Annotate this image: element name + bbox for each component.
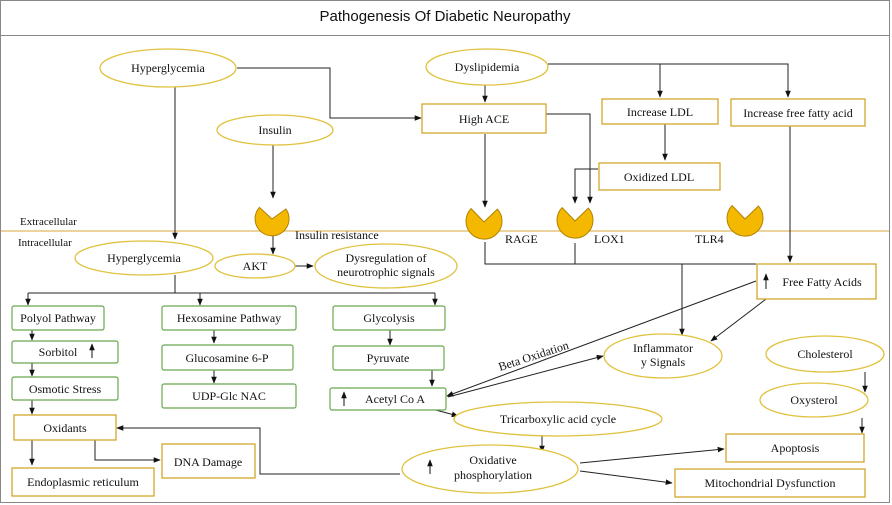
udp-glcnac-label: UDP-Glc NAC [192,389,266,403]
glycolysis-node [332,305,446,331]
inflammatory-signals-node [603,333,723,379]
acetyl-coa-node [329,387,447,411]
insulin-resistance-label: Insulin resistance [295,228,379,242]
oxidants-node [13,414,117,441]
cholesterol-node [765,335,885,373]
arrow-dyslipidemia-to-ffa [548,63,791,98]
apoptosis-label: Apoptosis [771,441,820,455]
acetyl-coa-label: Acetyl Co A [365,392,425,406]
hyperglycemia-top-label: Hyperglycemia [131,61,205,75]
akt-label: AKT [243,259,268,273]
glucosamine-node [161,344,294,371]
osmotic-stress-node [11,376,119,401]
dysregulation-label-line1: Dysregulation of [346,251,427,265]
oxysterol-label: Oxysterol [790,393,838,407]
tlr4-label: TLR4 [695,232,724,246]
sorbitol-label: Sorbitol [39,345,78,359]
polyol-pathway-label: Polyol Pathway [20,311,96,325]
hexosamine-pathway-label: Hexosamine Pathway [177,311,281,325]
dysregulation-node [314,243,458,289]
pathway-boxes: Polyol Pathway Hexosamine Pathway Glycol… [11,305,447,411]
dysregulation-label-line2: neurotrophic signals [337,265,435,279]
title-bar: Pathogenesis Of Diabetic Neuropathy [0,0,890,36]
apoptosis-node [725,433,865,463]
arrow-acetyl-to-inflammatory [447,354,604,398]
rage-label: RAGE [505,232,538,246]
oxidants-label: Oxidants [43,421,87,435]
increase-ffa-label: Increase free fatty acid [743,106,853,120]
extracellular-label: Extracellular [20,216,77,228]
tca-cycle-label: Tricarboxylic acid cycle [500,412,616,426]
intracellular-label: Intracellular [18,237,72,249]
arrow-oxphos-to-oxidants [116,425,400,475]
arrow-high-ace-to-lox1 [546,113,593,204]
rage-receptor-icon [465,207,503,240]
increase-ldl-label: Increase LDL [627,105,693,119]
increase-ldl-node [601,98,719,125]
ellipse-nodes: Hyperglycemia Dyslipidemia Insulin Hyper… [74,48,885,494]
line-rage-to-ffa [484,242,756,265]
high-ace-node [421,103,547,134]
insulin-receptor-icon [254,206,290,237]
dna-damage-label: DNA Damage [174,455,242,469]
inflammatory-label-line2: y Signals [641,355,686,369]
insulin-label: Insulin [258,123,291,137]
hyperglycemia-intracellular-label: Hyperglycemia [107,251,181,265]
akt-node [214,253,296,279]
lox1-label: LOX1 [594,232,625,246]
oxysterol-node [759,382,869,418]
arrow-ffa-to-acetyl [446,280,757,397]
lox1-receptor-icon [556,206,594,239]
oxphos-label-line2: phosphorylation [454,468,532,482]
high-ace-label: High ACE [459,112,509,126]
pyruvate-label: Pyruvate [367,351,410,365]
beta-oxidation-label: Beta Oxidation [497,338,571,374]
mitochondrial-dysfunction-node [674,468,866,498]
increase-ffa-node [730,98,866,127]
box-nodes: High ACE Increase LDL Increase free fatt… [11,98,877,498]
dyslipidemia-node [425,48,549,86]
free-fatty-acids-label: Free Fatty Acids [782,275,862,289]
hexosamine-pathway-node [161,305,297,331]
dna-damage-node [161,443,256,479]
endoplasmic-reticulum-node [11,467,155,497]
arrow-oxidants-to-dna [94,440,161,463]
osmotic-stress-label: Osmotic Stress [29,382,102,396]
receptors [254,204,764,240]
cholesterol-label: Cholesterol [797,347,853,361]
oxidative-phosphorylation-node [401,444,579,494]
oxidized-ldl-node [598,162,721,191]
udp-glcnac-node [161,383,297,409]
hyperglycemia-top-node [99,48,237,88]
inflammatory-label-line1: Inflammator [633,341,693,355]
pyruvate-node [332,345,445,371]
endoplasmic-reticulum-label: Endoplasmic reticulum [27,475,139,489]
glucosamine-label: Glucosamine 6-P [186,351,269,365]
arrow-oxphos-to-mito [579,470,673,485]
arrow-ffa-to-inflammatory [710,295,771,342]
mitochondrial-dysfunction-label: Mitochondrial Dysfunction [705,476,836,490]
tca-cycle-node [453,401,663,437]
hyperglycemia-intracellular-node [74,240,214,276]
tlr4-receptor-icon [726,204,764,237]
dyslipidemia-label: Dyslipidemia [455,60,520,74]
oxphos-label-line1: Oxidative [469,453,516,467]
arrow-oxphos-to-apoptosis [579,446,725,464]
free-fatty-acids-node [756,263,877,300]
oxidized-ldl-label: Oxidized LDL [624,170,694,184]
connectors [25,63,868,485]
insulin-node [216,114,334,146]
glycolysis-label: Glycolysis [363,311,415,325]
polyol-pathway-node [11,305,105,331]
arrow-hyperglycemia-to-high-ace [237,67,422,121]
diagram-title: Pathogenesis Of Diabetic Neuropathy [319,8,571,25]
arrow-oxidized-to-lox1 [572,168,598,204]
